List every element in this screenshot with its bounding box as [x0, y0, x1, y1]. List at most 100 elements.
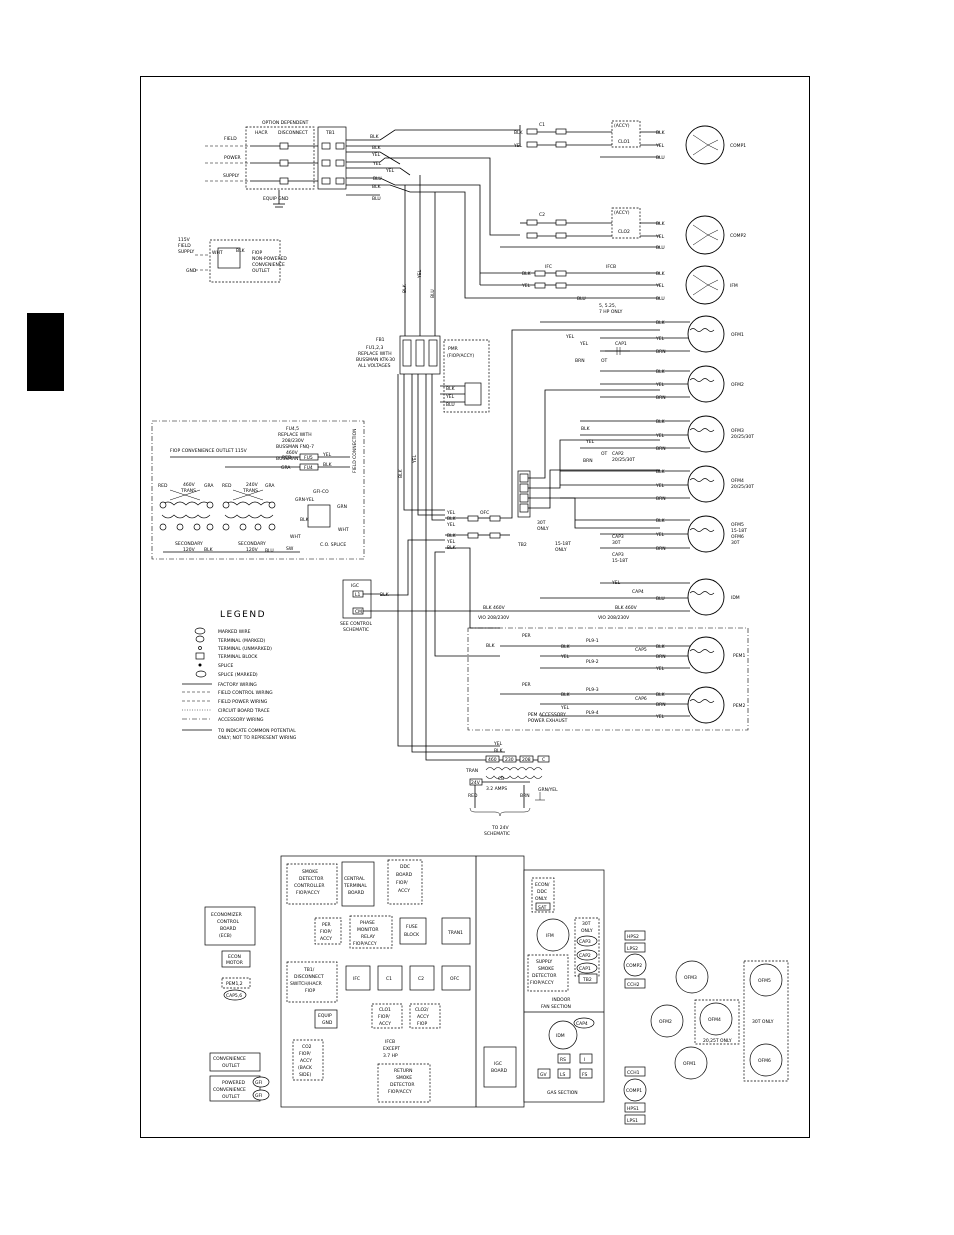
svg-text:PER: PER	[522, 633, 531, 639]
svg-text:SUPPLY: SUPPLY	[536, 959, 552, 965]
svg-text:I: I	[584, 1057, 585, 1063]
svg-text:BLK: BLK	[494, 748, 504, 754]
svg-text:CIRCUIT BOARD TRACE: CIRCUIT BOARD TRACE	[218, 708, 270, 714]
svg-text:(BACK: (BACK	[298, 1065, 313, 1071]
svg-text:GV: GV	[540, 1072, 547, 1078]
svg-text:RETURN: RETURN	[394, 1068, 413, 1074]
svg-text:OFM2: OFM2	[659, 1019, 672, 1025]
svg-text:460V: 460V	[183, 482, 196, 488]
svg-text:FIOP/ACCY: FIOP/ACCY	[530, 980, 554, 986]
svg-text:FU1,2,3: FU1,2,3	[366, 345, 383, 351]
svg-text:TB2: TB2	[517, 542, 527, 548]
svg-text:FUSE: FUSE	[406, 924, 418, 930]
tb1-terminals	[279, 142, 345, 185]
svg-text:CAP1: CAP1	[579, 966, 591, 972]
svg-text:BOARD: BOARD	[491, 1068, 508, 1074]
svg-text:DETECTOR: DETECTOR	[390, 1082, 414, 1088]
svg-text:YEL: YEL	[579, 341, 589, 347]
svg-text:RED: RED	[222, 483, 232, 489]
svg-text:MOTOR: MOTOR	[226, 960, 243, 966]
svg-text:ACCY: ACCY	[320, 936, 332, 942]
svg-text:BRN: BRN	[583, 458, 593, 464]
svg-text:CCH2: CCH2	[627, 982, 640, 988]
svg-text:BLK: BLK	[300, 517, 310, 523]
svg-text:(FIOP/ACCY): (FIOP/ACCY)	[447, 353, 474, 359]
svg-text:CAP3: CAP3	[579, 939, 591, 945]
svg-text:TB2: TB2	[582, 977, 592, 983]
svg-text:YEL: YEL	[372, 161, 382, 167]
svg-text:230: 230	[505, 757, 514, 763]
svg-text:120V: 120V	[183, 547, 196, 553]
legend-accessory: ACCESSORY WIRING	[182, 717, 264, 723]
svg-text:FIOP: FIOP	[252, 250, 262, 256]
svg-text:OFM1: OFM1	[683, 1061, 696, 1067]
svg-text:PL9-3: PL9-3	[586, 687, 599, 693]
svg-text:BUSSMAN KTK-30: BUSSMAN KTK-30	[356, 357, 395, 363]
svg-text:115V: 115V	[178, 237, 191, 243]
svg-text:PEM1: PEM1	[733, 653, 745, 659]
svg-text:TERMINAL BLOCK: TERMINAL BLOCK	[217, 654, 258, 660]
svg-text:C1: C1	[539, 122, 545, 128]
svg-text:TERMINAL: TERMINAL	[343, 883, 367, 889]
ifm-circuit: IFC IFCB BLK YEL BLU 5, 5.25, 7 HP ONLY …	[480, 264, 738, 315]
svg-text:RED: RED	[282, 455, 292, 461]
svg-text:BLK: BLK	[236, 248, 246, 254]
svg-text:FIOP/: FIOP/	[396, 880, 408, 886]
svg-text:GND: GND	[322, 1020, 333, 1026]
svg-text:DDC: DDC	[400, 864, 410, 870]
svg-text:IFCB: IFCB	[385, 1039, 395, 1045]
svg-text:FIOP/: FIOP/	[320, 929, 332, 935]
svg-text:BOARD: BOARD	[220, 926, 237, 932]
legend-terminal-block: TERMINAL BLOCK	[195, 652, 258, 660]
power-exhaust: PEM ACCESSORY POWER EXHAUST PER PER BLK …	[467, 627, 749, 731]
power-label: POWER	[224, 155, 241, 161]
svg-text:ONLY:: ONLY:	[535, 896, 548, 902]
svg-text:BLK: BLK	[656, 518, 666, 524]
comp1-label: COMP1	[730, 143, 746, 149]
svg-text:BLK: BLK	[656, 221, 666, 227]
svg-text:240V: 240V	[246, 482, 259, 488]
svg-text:GFI: GFI	[255, 1080, 262, 1086]
svg-text:DETECTOR: DETECTOR	[532, 973, 556, 979]
svg-text:POWERED: POWERED	[222, 1080, 246, 1086]
svg-text:PEM2: PEM2	[733, 703, 745, 709]
legend-marked-wire: MARKED WIRE	[194, 627, 251, 635]
svg-text:FU4: FU4	[304, 465, 313, 471]
svg-text:SIDE): SIDE)	[299, 1072, 311, 1078]
svg-text:INDOOR: INDOOR	[552, 997, 570, 1003]
svg-text:DDC: DDC	[537, 889, 547, 895]
svg-text:RELAY: RELAY	[361, 934, 375, 940]
svg-text:VIO 208/230V: VIO 208/230V	[478, 615, 510, 621]
comp2-label: COMP2	[730, 233, 746, 239]
svg-text:BLU: BLU	[430, 289, 436, 298]
svg-text:GRN/YEL: GRN/YEL	[538, 787, 558, 793]
svg-text:YEL: YEL	[611, 580, 621, 586]
svg-text:YEL: YEL	[655, 336, 665, 342]
svg-text:SAT: SAT	[538, 905, 547, 911]
svg-text:ACCY: ACCY	[417, 1014, 429, 1020]
svg-text:CAP2: CAP2	[612, 451, 624, 457]
svg-text:BLK: BLK	[561, 692, 571, 698]
svg-text:FIOP/ACCY: FIOP/ACCY	[296, 890, 320, 896]
svg-text:YEL: YEL	[445, 394, 455, 400]
svg-text:OFM4: OFM4	[708, 1017, 721, 1023]
svg-text:ONLY: ONLY	[555, 547, 567, 553]
svg-text:FIELD POWER WIRING: FIELD POWER WIRING	[218, 699, 268, 705]
svg-text:FIOP CONVENIENCE OUTLET 115V: FIOP CONVENIENCE OUTLET 115V	[170, 448, 248, 454]
svg-text:YEL: YEL	[655, 714, 665, 720]
svg-text:30T ONLY: 30T ONLY	[752, 1019, 774, 1025]
svg-text:3.7 HP: 3.7 HP	[383, 1053, 398, 1059]
svg-text:BLK: BLK	[446, 386, 456, 392]
svg-text:ACCY: ACCY	[300, 1058, 312, 1064]
svg-text:20/25/30T: 20/25/30T	[731, 484, 754, 490]
svg-text:SW: SW	[286, 546, 294, 552]
svg-text:ECONOMIZER: ECONOMIZER	[211, 912, 242, 918]
svg-text:15-18T: 15-18T	[555, 541, 571, 547]
svg-text:EXCEPT: EXCEPT	[383, 1046, 400, 1052]
svg-text:BUSSMAN FNQ-2.5: BUSSMAN FNQ-2.5	[276, 456, 318, 462]
svg-text:FIOP/ACCY: FIOP/ACCY	[353, 941, 377, 947]
svg-text:BRN: BRN	[656, 496, 666, 502]
svg-text:COMP1: COMP1	[626, 1088, 642, 1094]
equip-gnd-label: EQUIP GND	[263, 196, 289, 202]
